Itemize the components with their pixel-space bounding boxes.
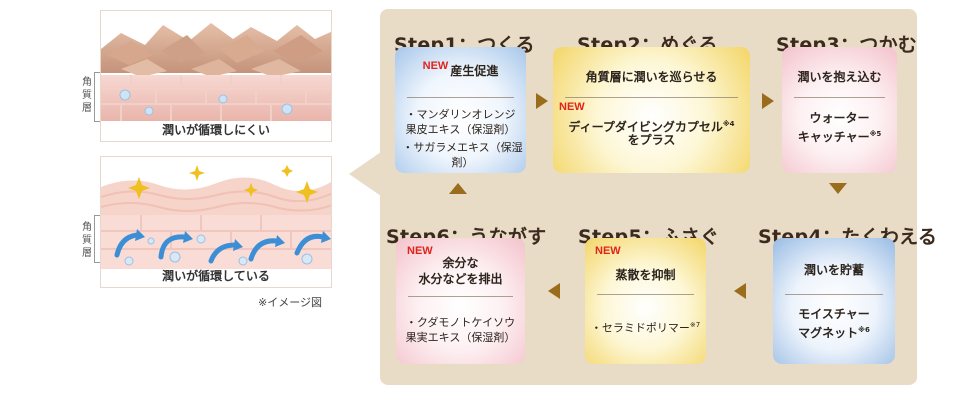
- new-badge: NEW: [595, 245, 621, 257]
- skin-layer-moist-graphic: [101, 157, 331, 287]
- divider: [408, 296, 513, 297]
- step1-body-1: ・マンダリンオレンジ: [405, 108, 516, 121]
- arrow-left-icon: [734, 283, 746, 299]
- step5-head: 蒸散を抑制: [615, 268, 676, 282]
- step4-head: 潤いを貯蓄: [803, 263, 864, 277]
- step6-head-1: 余分な: [442, 256, 479, 270]
- arrow-left-icon: [548, 283, 560, 299]
- divider: [565, 97, 738, 98]
- step6-head-2: 水分などを排出: [418, 272, 503, 286]
- divider: [597, 294, 694, 295]
- step4-body-1: モイスチャー: [798, 307, 870, 321]
- new-badge: NEW: [407, 245, 433, 257]
- step6-card: NEW 余分な 水分などを排出 ・クダモノトケイソウ 果実エキス（保湿剤）: [396, 238, 525, 364]
- layer-bracket: [94, 72, 100, 122]
- image-note: ※イメージ図: [258, 296, 322, 309]
- step3-card: 潤いを抱え込む ウォーター キャッチャー※5: [782, 47, 897, 173]
- step5-body-1: ・セラミドポリマー※7: [590, 321, 701, 335]
- caption-dry: 潤いが循環しにくい: [162, 123, 270, 137]
- arrow-down-icon: [829, 183, 847, 194]
- step2-head: 角質層に潤いを巡らせる: [585, 70, 718, 84]
- divider: [794, 97, 885, 98]
- panel-pointer: [349, 152, 381, 196]
- skin-illustration-moist: 潤いが循環している: [100, 156, 332, 288]
- step1-body-3: ・サガラメエキス（保湿剤）: [402, 141, 523, 169]
- arrow-right-icon: [762, 93, 774, 109]
- new-badge: NEW: [422, 60, 449, 72]
- step4-body-2: マグネット※6: [798, 326, 870, 340]
- layer-bracket: [94, 215, 100, 263]
- new-badge: NEW: [559, 101, 585, 113]
- step3-body-2: キャッチャー※5: [797, 130, 882, 144]
- step5-card: NEW 蒸散を抑制 ・セラミドポリマー※7: [585, 238, 706, 364]
- step2-body-1: ディープダイビングカプセル※4: [568, 120, 735, 134]
- step1-body-2: 果皮エキス（保湿剤）: [405, 123, 516, 136]
- skin-layer-dry-graphic: [101, 11, 331, 141]
- divider: [407, 97, 514, 98]
- divider: [785, 294, 883, 295]
- layer-label-stratum-corneum: 角質層: [82, 77, 92, 114]
- step2-card: 角質層に潤いを巡らせる NEW ディープダイビングカプセル※4 をプラス: [553, 47, 750, 173]
- caption-moist: 潤いが循環している: [162, 269, 270, 283]
- skin-illustration-dry: 潤いが循環しにくい: [100, 10, 332, 142]
- step3-head: 潤いを抱え込む: [797, 70, 882, 84]
- arrow-right-icon: [536, 93, 548, 109]
- step2-body-2: をプラス: [627, 133, 676, 147]
- arrow-up-icon: [449, 183, 467, 194]
- step6-body-1: ・クダモノトケイソウ: [405, 316, 516, 329]
- step4-card: 潤いを貯蓄 モイスチャー マグネット※6: [773, 238, 895, 364]
- layer-label-stratum-corneum: 角質層: [82, 222, 92, 259]
- step3-body-1: ウォーター: [809, 111, 870, 125]
- step6-body-2: 果実エキス（保湿剤）: [405, 331, 516, 344]
